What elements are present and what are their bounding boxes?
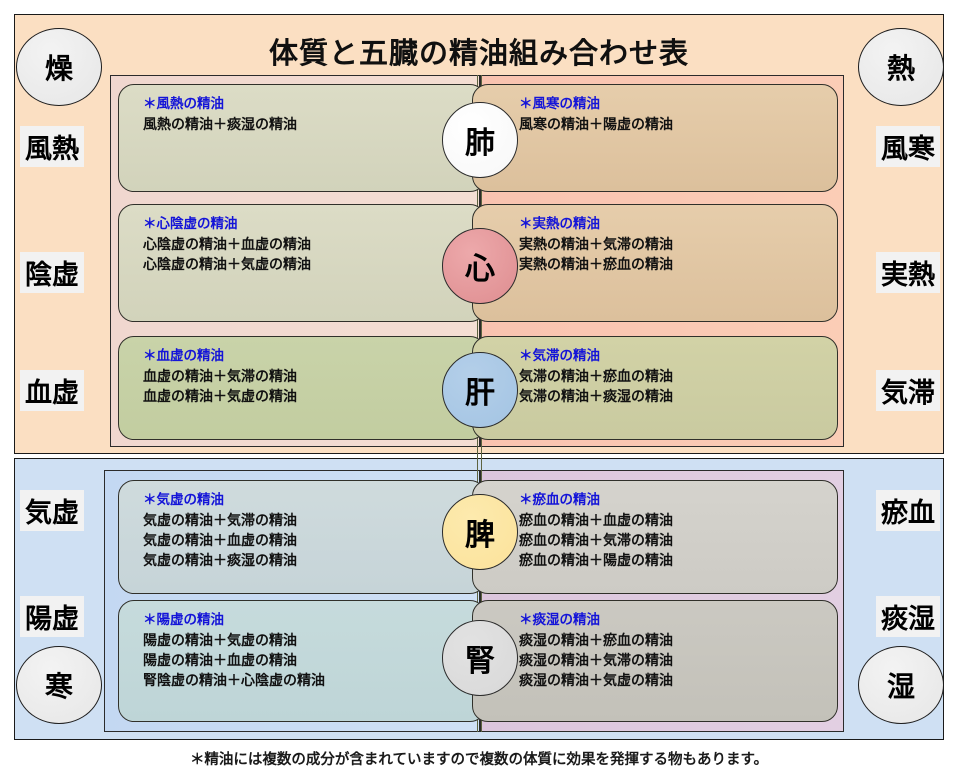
organ-circle-spleen: 脾 [442, 494, 518, 570]
footnote: ＊精油には複数の成分が含まれていますので複数の体質に効果を発揮する物もあります。 [189, 752, 769, 768]
combo-heading: ＊心陰虚の精油 [143, 216, 238, 232]
combo-heading: ＊気滞の精油 [519, 348, 600, 364]
combo-line: 気滞の精油＋痰湿の精油 [519, 389, 673, 405]
combo-heading: ＊痰湿の精油 [519, 612, 600, 628]
label-left-qideficiency: 気虚 [20, 490, 84, 531]
combo-line: 風熱の精油＋痰湿の精油 [143, 116, 297, 133]
card-liver-right: ＊気滞の精油 気滞の精油＋瘀血の精油 気滞の精油＋痰湿の精油 [472, 336, 838, 440]
combo-line: 腎陰虚の精油＋心陰虚の精油 [143, 673, 325, 690]
badge-dryness: 燥 [16, 28, 102, 106]
combo-line: 風寒の精油＋陽虚の精油 [519, 116, 673, 133]
card-kidney-right: ＊痰湿の精油 痰湿の精油＋瘀血の精油 痰湿の精油＋気滞の精油 痰湿の精油＋気虚の… [472, 600, 838, 722]
combo-line: 心陰虚の精油＋血虚の精油 [143, 236, 311, 253]
card-liver-left: ＊血虚の精油 血虚の精油＋気滞の精油 血虚の精油＋気虚の精油 [118, 336, 486, 440]
combo-line: 陽虚の精油＋気虚の精油 [143, 632, 297, 649]
card-kidney-left: ＊陽虚の精油 陽虚の精油＋気虚の精油 陽虚の精油＋血虚の精油 腎陰虚の精油＋心陰… [118, 600, 486, 722]
combo-line: 痰湿の精油＋瘀血の精油 [519, 632, 673, 649]
combo-line: 痰湿の精油＋気滞の精油 [519, 653, 673, 669]
card-heart-right: ＊実熱の精油 実熱の精油＋気滞の精油 実熱の精油＋瘀血の精油 [472, 204, 838, 322]
label-right-phlegmdamp: 痰湿 [876, 596, 940, 637]
organ-circle-kidney: 腎 [442, 620, 518, 696]
combo-heading: ＊瘀血の精油 [519, 492, 600, 508]
combo-line: 痰湿の精油＋気虚の精油 [519, 673, 673, 690]
combo-heading: ＊風熱の精油 [143, 96, 224, 112]
card-heart-left: ＊心陰虚の精油 心陰虚の精油＋血虚の精油 心陰虚の精油＋気虚の精油 [118, 204, 486, 322]
combo-line: 気虚の精油＋気滞の精油 [143, 512, 297, 529]
combo-line: 瘀血の精油＋陽虚の精油 [519, 553, 673, 570]
label-left-yangdeficiency: 陽虚 [20, 596, 84, 637]
combo-line: 気虚の精油＋血虚の精油 [143, 533, 297, 549]
page-title: 体質と五臓の精油組み合わせ表 [268, 36, 689, 70]
badge-heat: 熱 [858, 28, 944, 106]
badge-cold: 寒 [16, 646, 102, 724]
combo-line: 心陰虚の精油＋気虚の精油 [143, 257, 311, 273]
combo-heading: ＊陽虚の精油 [143, 612, 224, 628]
label-left-blooddeficiency: 血虚 [20, 370, 84, 411]
label-right-excessheat: 実熱 [876, 252, 940, 293]
organ-circle-heart: 心 [442, 228, 518, 304]
combo-line: 瘀血の精油＋血虚の精油 [519, 512, 673, 529]
card-spleen-right: ＊瘀血の精油 瘀血の精油＋血虚の精油 瘀血の精油＋気滞の精油 瘀血の精油＋陽虚の… [472, 480, 838, 594]
organ-circle-liver: 肝 [442, 352, 518, 428]
combo-heading: ＊気虚の精油 [143, 492, 224, 508]
label-left-yindeficiency: 陰虚 [20, 252, 84, 293]
combo-heading: ＊実熱の精油 [519, 216, 600, 232]
organ-circle-lung: 肺 [442, 102, 518, 178]
combo-line: 実熱の精油＋気滞の精油 [519, 236, 673, 253]
label-right-bloodstasis: 瘀血 [876, 490, 940, 531]
label-right-qistagnation: 気滞 [876, 370, 940, 411]
card-lung-left: ＊風熱の精油 風熱の精油＋痰湿の精油 [118, 84, 486, 192]
combo-line: 血虚の精油＋気虚の精油 [143, 389, 297, 405]
combo-line: 瘀血の精油＋気滞の精油 [519, 533, 673, 549]
combo-line: 気虚の精油＋痰湿の精油 [143, 553, 297, 570]
combo-line: 気滞の精油＋瘀血の精油 [519, 368, 673, 385]
combo-heading: ＊血虚の精油 [143, 348, 224, 364]
combo-heading: ＊風寒の精油 [519, 96, 600, 112]
combo-line: 陽虚の精油＋血虚の精油 [143, 653, 297, 669]
badge-dampness: 湿 [858, 646, 944, 724]
combo-line: 実熱の精油＋瘀血の精油 [519, 257, 673, 273]
label-left-windheat: 風熱 [20, 126, 84, 167]
card-lung-right: ＊風寒の精油 風寒の精油＋陽虚の精油 [472, 84, 838, 192]
combo-line: 血虚の精油＋気滞の精油 [143, 368, 297, 385]
label-right-windcold: 風寒 [876, 126, 940, 167]
card-spleen-left: ＊気虚の精油 気虚の精油＋気滞の精油 気虚の精油＋血虚の精油 気虚の精油＋痰湿の… [118, 480, 486, 594]
